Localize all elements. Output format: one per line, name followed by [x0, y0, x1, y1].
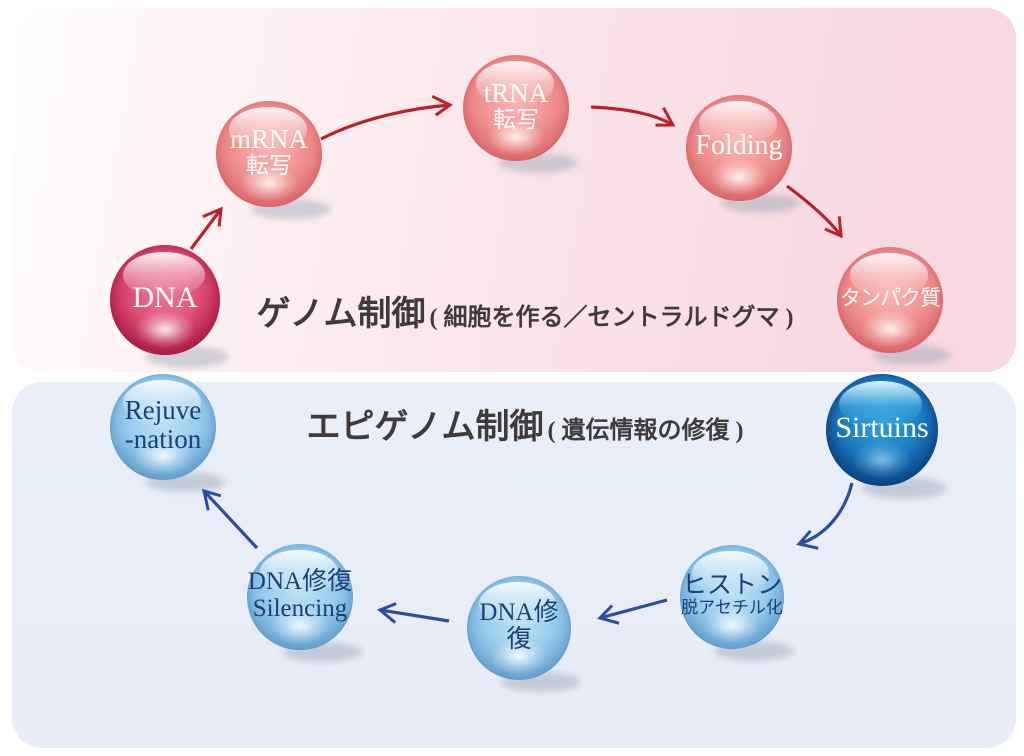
epigenome-title-sub: ( 遺伝情報の修復 ): [547, 418, 744, 444]
node-rejuvenation-label-line1: Rejuve: [124, 394, 202, 425]
node-histone-label-line2: 脱アセチル化: [681, 598, 783, 618]
sphere-gloss-highlight: [122, 380, 202, 425]
sphere-gloss-highlight: [228, 107, 308, 152]
sphere-gloss-highlight: [259, 550, 339, 595]
node-protein-label: タンパク質: [840, 285, 941, 310]
node-silencing-label-line1: DNA修復: [247, 568, 353, 595]
node-trna-label-line1: tRNA: [483, 78, 549, 108]
node-mrna-label-line2: 転写: [245, 153, 292, 179]
node-sirtuins: Sirtuins: [826, 374, 938, 486]
node-trna-label-line2: 転写: [492, 107, 539, 133]
node-histone-deacetylation: ヒストン 脱アセチル化: [680, 545, 784, 649]
node-dna-repair: DNA修復: [467, 576, 571, 680]
arrow-mrna-to-trna: [320, 95, 453, 141]
epigenome-section-title: エピゲノム制御( 遺伝情報の修復 ): [307, 399, 744, 448]
node-dna-label: DNA: [132, 280, 198, 314]
node-protein: タンパク質: [837, 247, 943, 353]
node-folding-label: Folding: [695, 129, 783, 161]
arrow-trna-to-folding: [590, 105, 676, 127]
node-rejuvenation: Rejuve -nation: [110, 374, 216, 480]
genome-section-title: ゲノム制御( 細胞を作る／セントラルドグマ ): [257, 286, 794, 335]
arrow-dna-to-mrna: [189, 206, 223, 250]
sphere-gloss-highlight: [698, 101, 778, 146]
sphere-gloss-highlight: [475, 61, 555, 106]
sphere-gloss-highlight: [479, 582, 557, 626]
node-dna: DNA: [110, 245, 220, 355]
node-dna-repair-silencing: DNA修復 Silencing: [247, 544, 353, 650]
arrow-dnarepair-to-silencing: [377, 602, 450, 624]
sphere-gloss-highlight: [849, 253, 929, 298]
node-sirtuins-label: Sirtuins: [835, 410, 929, 444]
node-histone-label-line1: ヒストン: [681, 572, 782, 600]
node-folding: Folding: [686, 95, 792, 201]
genome-arrows: [189, 95, 843, 250]
epigenome-arrows: [201, 482, 854, 625]
node-silencing-label-line2: Silencing: [252, 595, 348, 622]
arrow-histone-to-dnarepair: [597, 598, 668, 625]
sphere-gloss-highlight: [692, 551, 770, 595]
arrow-silencing-to-rejuvenation: [201, 488, 259, 550]
node-rejuvenation-label-line2: -nation: [124, 424, 202, 454]
node-mrna-label-line1: mRNA: [229, 124, 308, 154]
genome-title-sub: ( 細胞を作る／セントラルドグマ ): [429, 305, 794, 331]
sphere-gloss-highlight: [839, 380, 923, 428]
arrow-folding-to-protein: [786, 184, 843, 239]
genome-title-main: ゲノム制御: [256, 296, 426, 333]
node-dna-repair-label: DNA修復: [479, 599, 559, 653]
epigenome-title-main: エピゲノム制御: [306, 409, 544, 446]
arrow-sirtuins-to-histone: [796, 482, 854, 550]
sphere-gloss-highlight: [123, 251, 205, 298]
node-trna-transcription: tRNA 転写: [463, 55, 569, 161]
node-mrna-transcription: mRNA 転写: [216, 101, 322, 207]
